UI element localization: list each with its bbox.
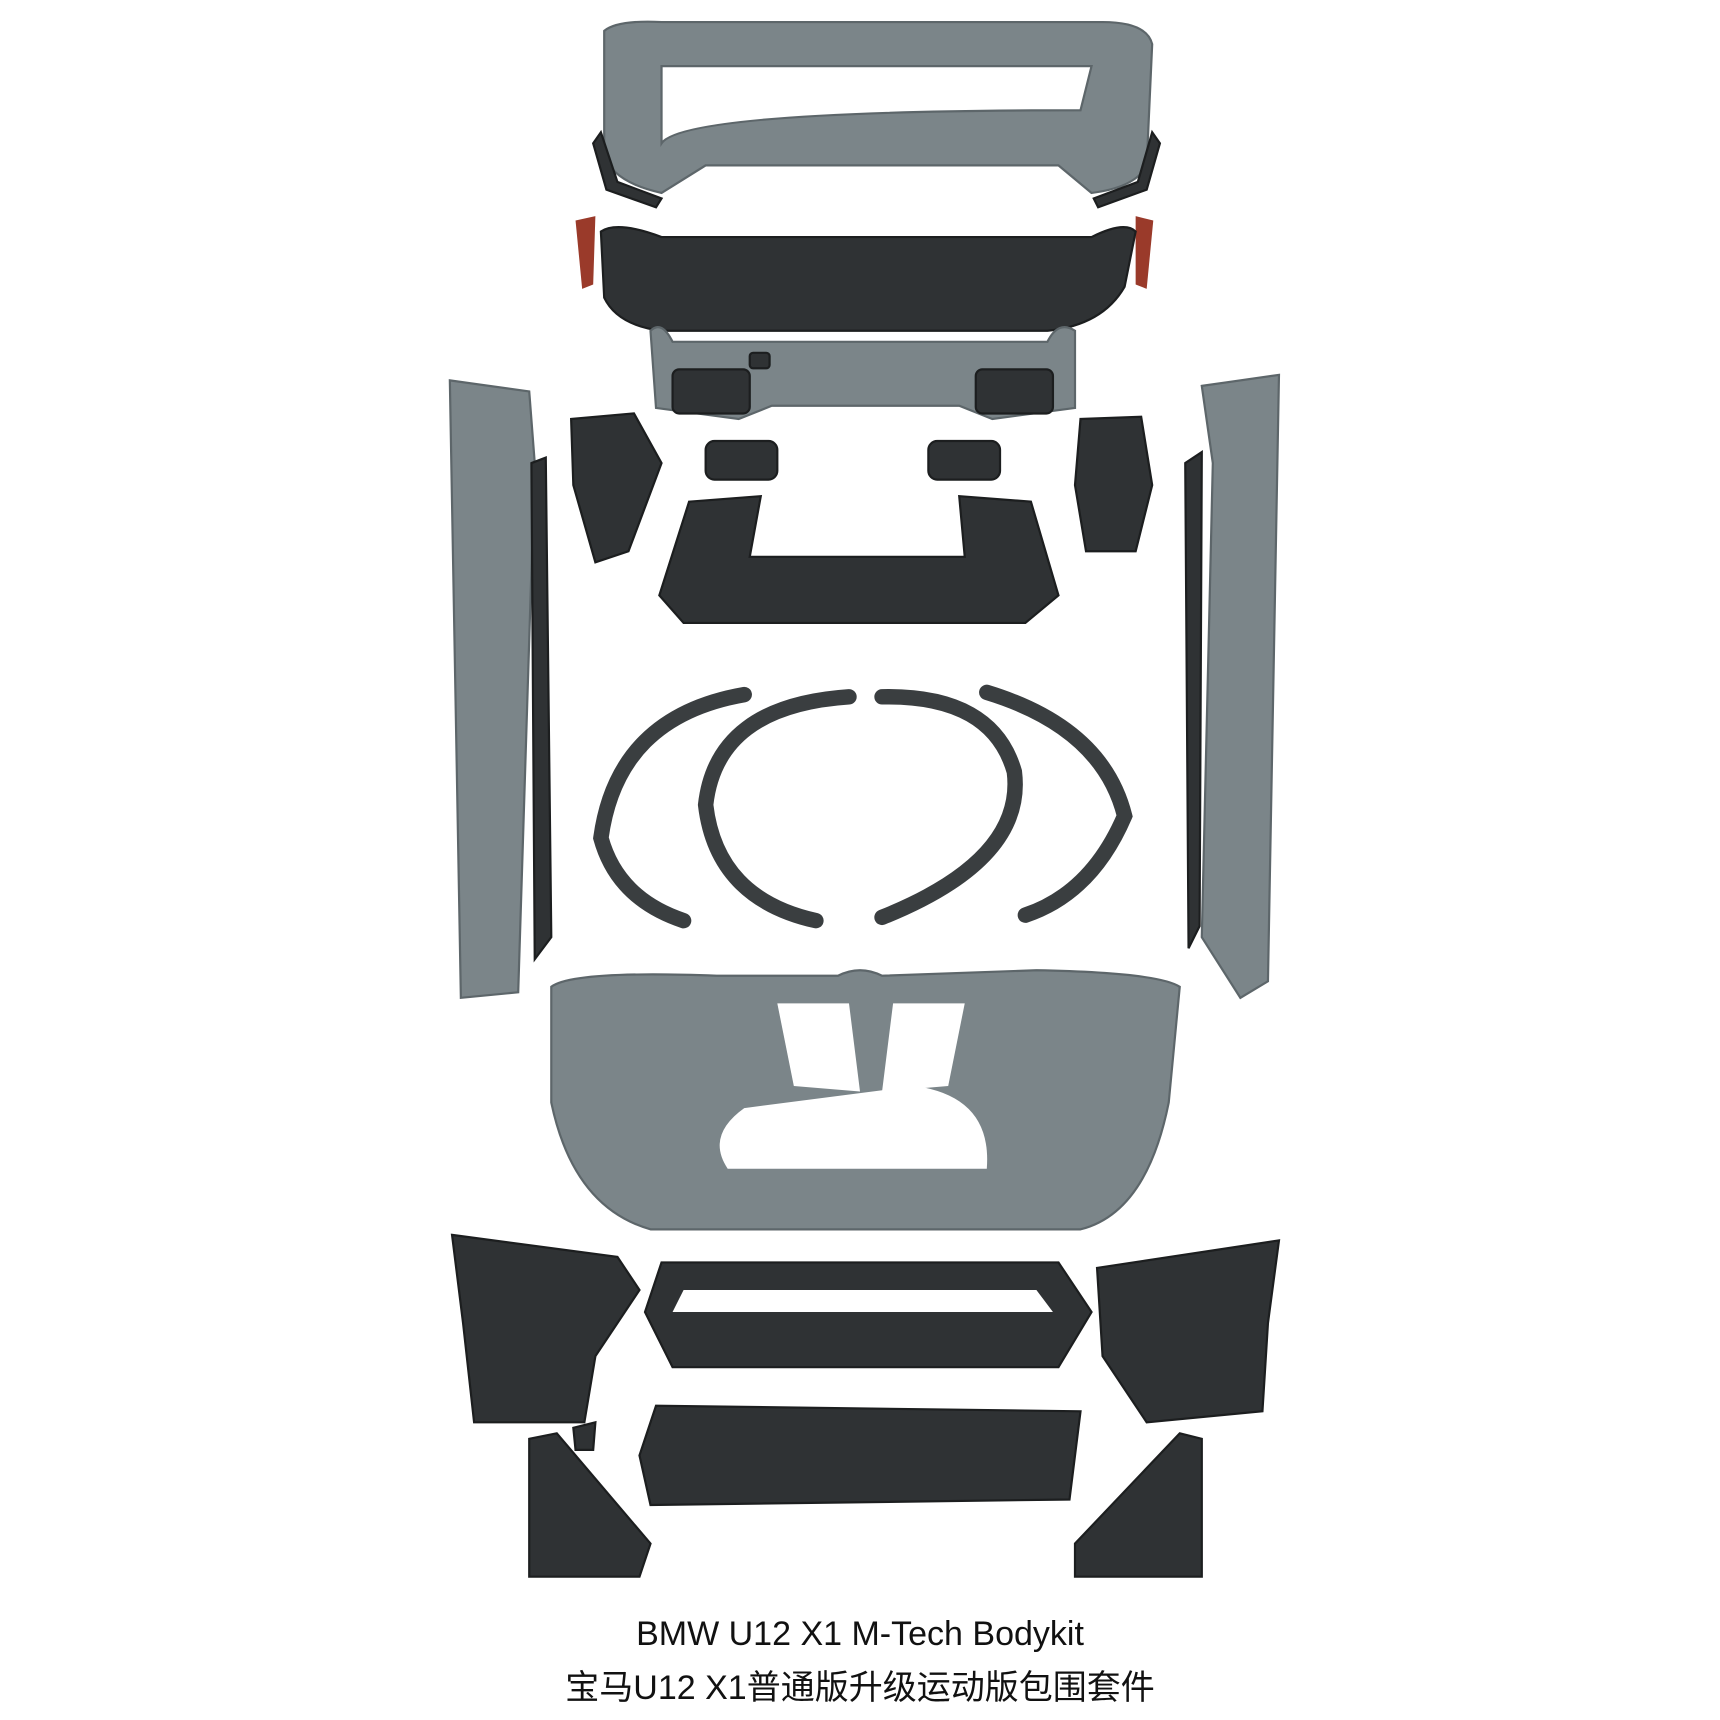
rear-bumper-trim-right [1092, 129, 1162, 209]
reflector-right [1135, 216, 1154, 289]
exhaust-tip-left [704, 439, 779, 481]
side-skirt-trim-right [1184, 449, 1203, 949]
rear-diffuser [599, 226, 1137, 332]
reflector-left [575, 216, 596, 289]
tow-hook-cover [748, 351, 771, 370]
fog-light-cover-right [1073, 1432, 1203, 1578]
wheel-arch-flares [593, 684, 1133, 929]
caption-chinese: 宝马U12 X1普通版升级运动版包围套件 [565, 1669, 1155, 1707]
rear-bracket-left [569, 412, 663, 564]
tow-hook-cover-front [572, 1420, 597, 1451]
rear-bumper-trim-left [591, 129, 664, 209]
side-skirt-right [1200, 373, 1281, 1000]
rear-bumper [603, 20, 1154, 195]
rear-bracket-right [1073, 415, 1154, 553]
rear-bumper-support [658, 494, 1060, 625]
front-lower-lip [643, 1261, 1093, 1369]
front-bracket-right [1095, 1239, 1281, 1424]
exhaust-tip-right [927, 439, 1002, 481]
fog-light-cover-left [528, 1432, 652, 1578]
rear-valance [649, 326, 1077, 421]
front-bracket-left [450, 1233, 641, 1424]
side-skirt-trim-left [530, 455, 553, 963]
caption-english: BMW U12 X1 M-Tech Bodykit [636, 1615, 1084, 1653]
front-lower-grille [638, 1404, 1082, 1507]
side-skirt-left [448, 379, 536, 1000]
